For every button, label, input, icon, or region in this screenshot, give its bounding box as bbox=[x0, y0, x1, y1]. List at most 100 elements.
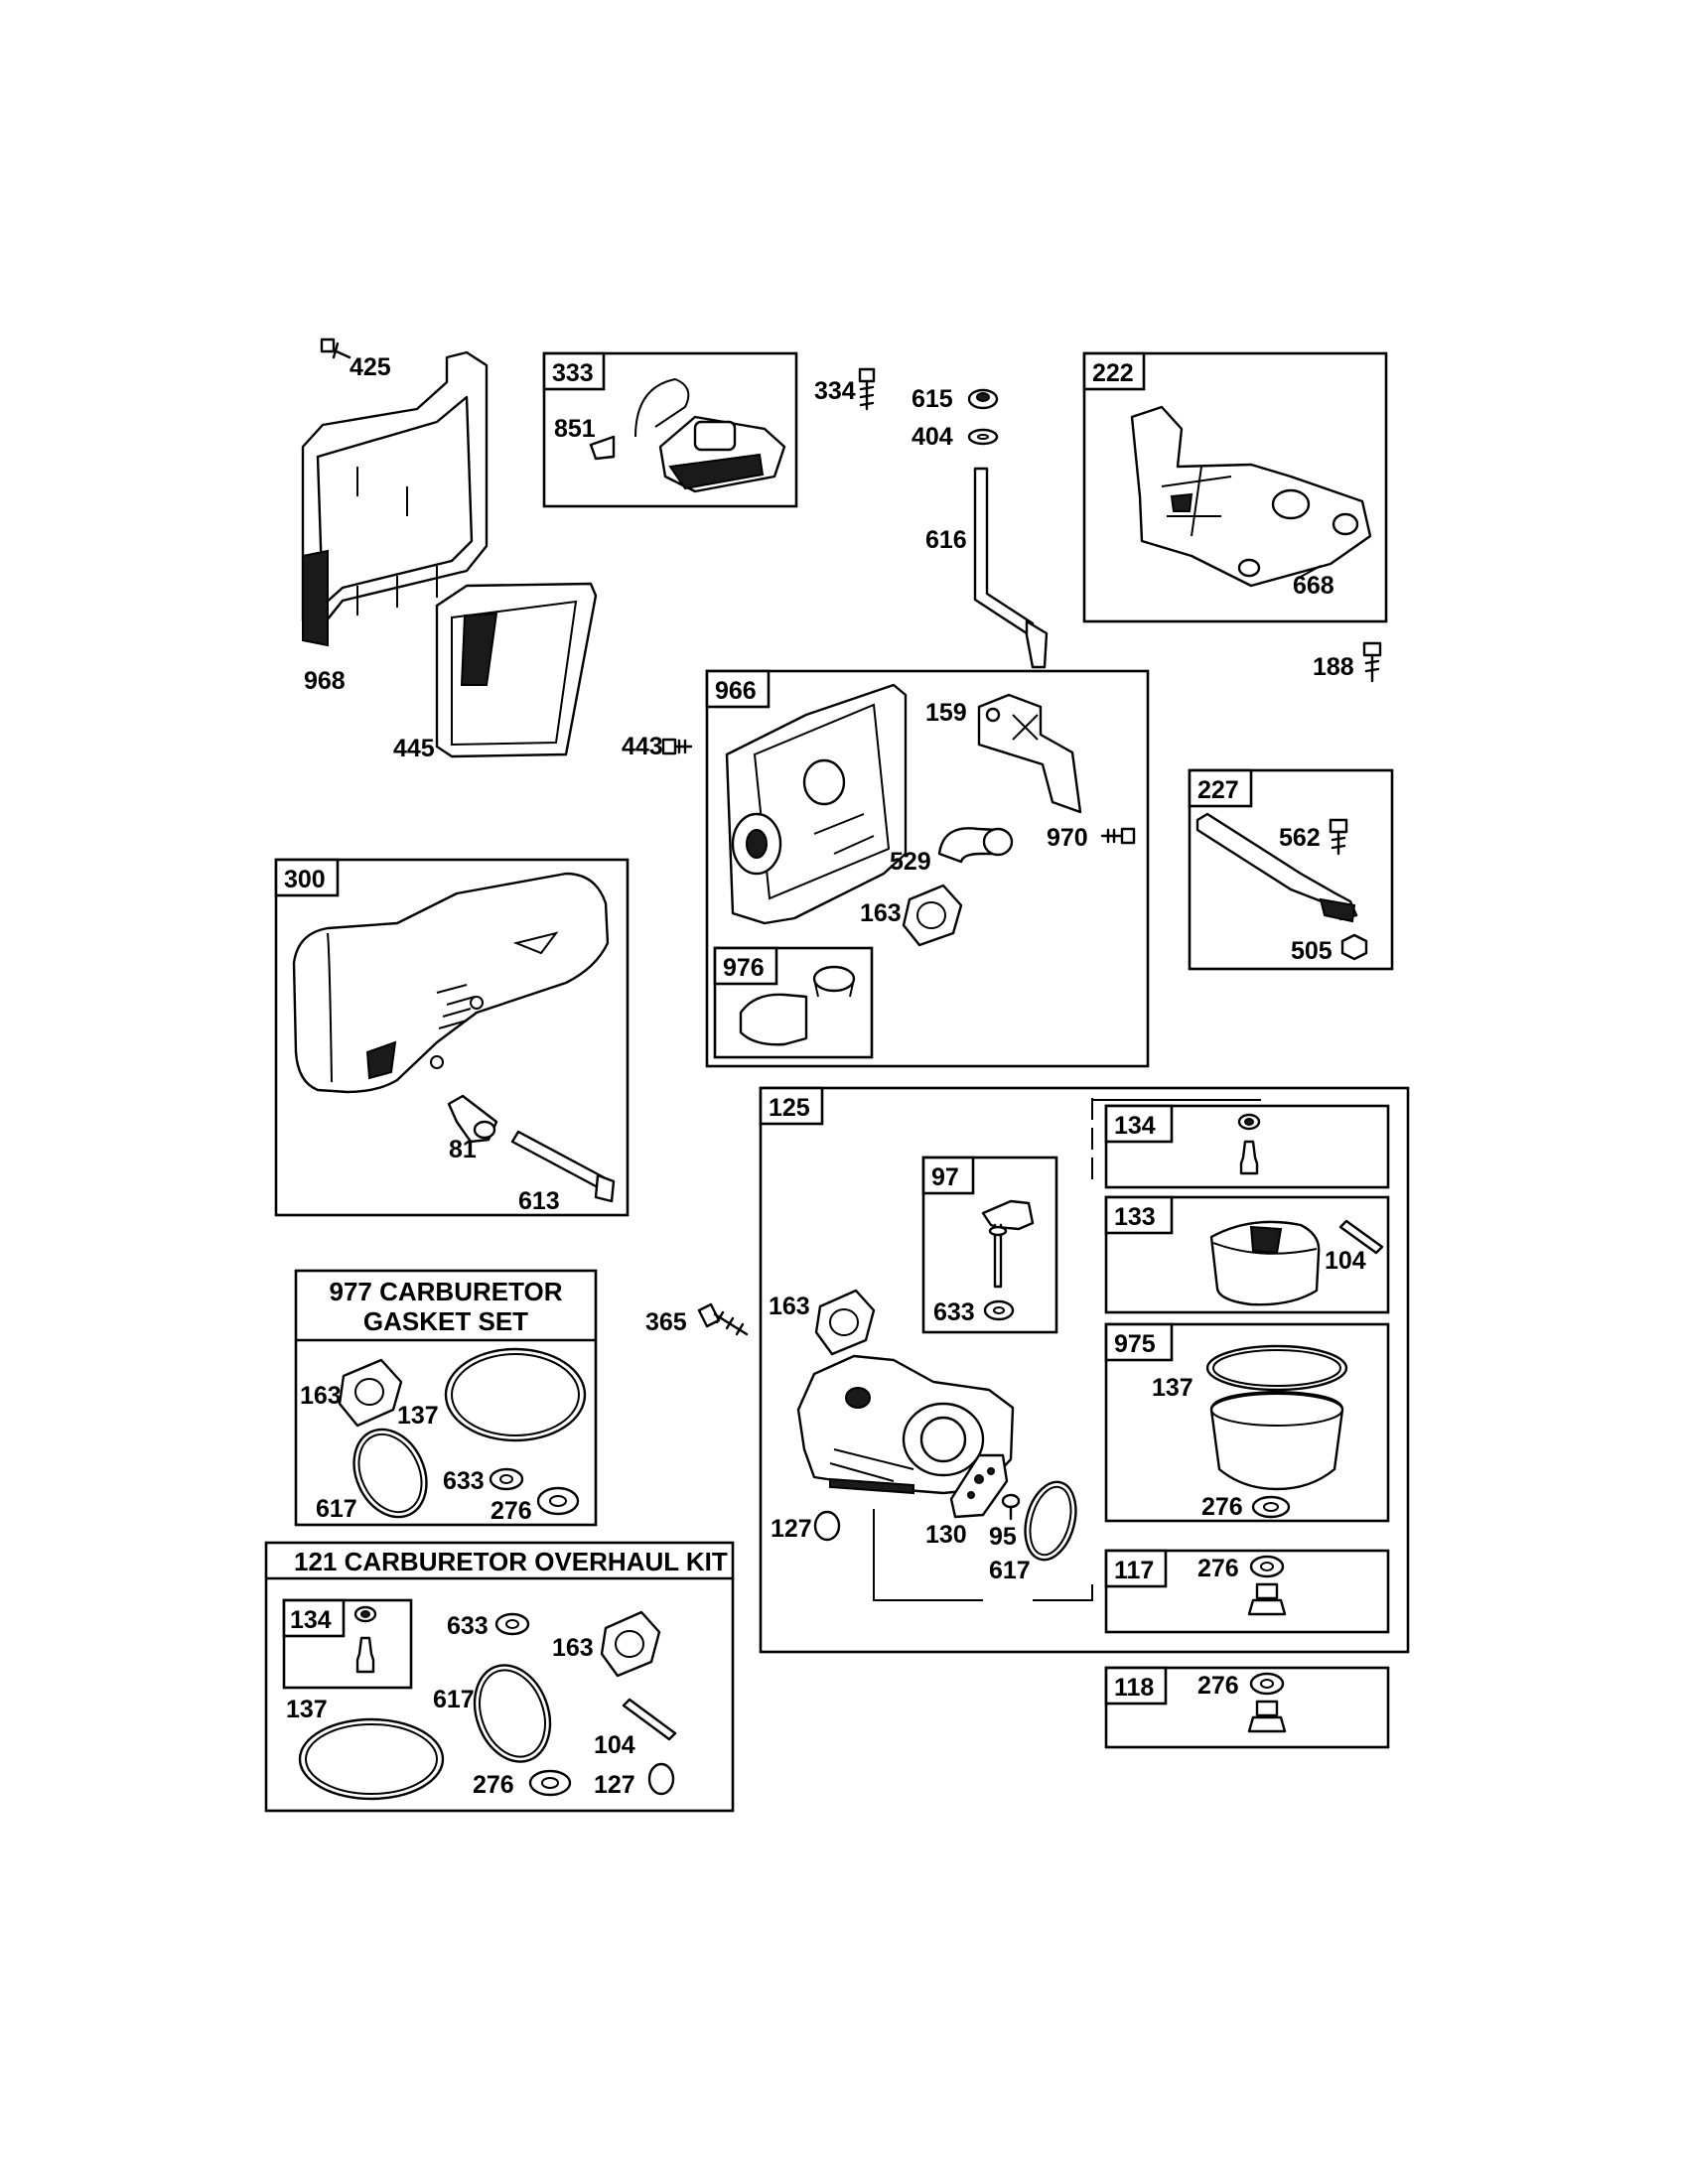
governor-link-616 bbox=[973, 467, 1049, 669]
label-97: 97 bbox=[931, 1163, 959, 1191]
label-104: 104 bbox=[1325, 1247, 1366, 1275]
pin-104-kit bbox=[622, 1698, 677, 1741]
washer-404 bbox=[967, 428, 999, 446]
tag-box-333 bbox=[542, 351, 606, 391]
washer-276-kit bbox=[528, 1769, 572, 1797]
label-125: 125 bbox=[769, 1094, 810, 1122]
label-977-163: 163 bbox=[300, 1382, 342, 1410]
screw-365 bbox=[697, 1302, 749, 1336]
bolt-117 bbox=[1247, 1582, 1287, 1616]
label-159: 159 bbox=[925, 699, 967, 727]
label-616: 616 bbox=[925, 526, 967, 554]
label-445: 445 bbox=[393, 735, 435, 762]
label-443: 443 bbox=[622, 733, 663, 760]
label-968: 968 bbox=[304, 667, 346, 695]
label-977-633: 633 bbox=[443, 1467, 485, 1495]
label-975: 975 bbox=[1114, 1330, 1156, 1358]
washer-633-977 bbox=[489, 1467, 524, 1491]
deflector-81 bbox=[447, 1094, 498, 1144]
tag-box-300 bbox=[274, 858, 340, 897]
tag-box-222 bbox=[1082, 351, 1146, 391]
label-kit-127: 127 bbox=[594, 1771, 635, 1799]
label-276-b: 276 bbox=[1197, 1555, 1239, 1582]
tag-box-134 bbox=[1104, 1104, 1174, 1144]
tag-box-125 bbox=[759, 1086, 824, 1126]
label-668: 668 bbox=[1293, 572, 1334, 600]
label-81: 81 bbox=[449, 1136, 477, 1163]
screw-613 bbox=[510, 1130, 616, 1203]
tag-box-976 bbox=[713, 946, 778, 986]
label-276-c: 276 bbox=[1197, 1672, 1239, 1700]
label-615: 615 bbox=[912, 385, 953, 413]
air-cleaner-base-968 bbox=[301, 350, 489, 647]
screw-970 bbox=[1100, 827, 1136, 845]
screw-334 bbox=[858, 367, 876, 411]
label-613: 613 bbox=[518, 1187, 560, 1215]
gasket-163-a bbox=[902, 884, 963, 947]
float-valve-97 bbox=[981, 1199, 1035, 1289]
ring-137-kit bbox=[298, 1717, 445, 1801]
tag-box-118 bbox=[1104, 1666, 1168, 1706]
air-box-966 bbox=[725, 683, 908, 925]
label-333: 333 bbox=[552, 359, 594, 387]
label-kit-163: 163 bbox=[552, 1634, 594, 1662]
label-163-b: 163 bbox=[769, 1293, 810, 1320]
label-562: 562 bbox=[1279, 824, 1321, 852]
label-134: 134 bbox=[1114, 1112, 1156, 1140]
clip-851 bbox=[589, 435, 616, 461]
label-425: 425 bbox=[350, 353, 391, 381]
label-365: 365 bbox=[645, 1308, 687, 1336]
ring-137-977 bbox=[444, 1347, 587, 1442]
label-505: 505 bbox=[1291, 937, 1333, 965]
washer-276-117 bbox=[1249, 1555, 1285, 1578]
air-filter-445 bbox=[435, 582, 598, 758]
tag-box-97 bbox=[921, 1156, 975, 1195]
bracket-159 bbox=[977, 693, 1082, 814]
label-976: 976 bbox=[723, 954, 765, 982]
control-bracket-222 bbox=[1130, 405, 1372, 588]
tag-box-227 bbox=[1188, 768, 1253, 808]
label-118: 118 bbox=[1114, 1674, 1154, 1702]
float-bowl-975 bbox=[1209, 1390, 1344, 1491]
label-133: 133 bbox=[1114, 1203, 1156, 1231]
label-97-633: 633 bbox=[933, 1298, 975, 1326]
ring-617-977 bbox=[352, 1428, 428, 1519]
washer-633-kit bbox=[494, 1612, 530, 1636]
tag-box-133 bbox=[1104, 1195, 1174, 1235]
label-kit-633: 633 bbox=[447, 1612, 489, 1640]
label-95: 95 bbox=[989, 1523, 1017, 1551]
governor-lever-227 bbox=[1195, 812, 1358, 923]
ring-617-kit bbox=[473, 1664, 552, 1763]
label-617: 617 bbox=[989, 1557, 1031, 1584]
plug-127-kit bbox=[647, 1762, 675, 1796]
label-276-a: 276 bbox=[1201, 1493, 1243, 1521]
label-163-a: 163 bbox=[860, 899, 902, 927]
label-kit-104: 104 bbox=[594, 1731, 635, 1759]
label-222: 222 bbox=[1092, 359, 1134, 387]
label-kit-276: 276 bbox=[473, 1771, 514, 1799]
armature-333 bbox=[634, 377, 786, 493]
label-117: 117 bbox=[1114, 1557, 1154, 1584]
filter-element-976 bbox=[739, 965, 856, 1046]
tag-box-975 bbox=[1104, 1322, 1174, 1362]
needle-seat-134 bbox=[1237, 1113, 1261, 1175]
label-188: 188 bbox=[1313, 653, 1354, 681]
label-227: 227 bbox=[1197, 776, 1239, 804]
diaphragm-130 bbox=[949, 1453, 1009, 1519]
label-977-137: 137 bbox=[397, 1402, 439, 1430]
screw-425 bbox=[320, 338, 351, 359]
label-977-276: 276 bbox=[491, 1497, 532, 1525]
label-529: 529 bbox=[890, 848, 931, 876]
gasket-163-977 bbox=[338, 1358, 403, 1428]
label-300: 300 bbox=[284, 866, 326, 893]
label-130: 130 bbox=[925, 1521, 967, 1549]
nut-505 bbox=[1340, 933, 1368, 961]
screw-443 bbox=[661, 738, 693, 755]
plug-127-carb bbox=[813, 1510, 841, 1542]
label-137: 137 bbox=[1152, 1374, 1193, 1402]
label-kit-617: 617 bbox=[433, 1686, 475, 1713]
label-970: 970 bbox=[1047, 824, 1088, 852]
bolt-118 bbox=[1247, 1700, 1287, 1733]
needle-seat-kit bbox=[353, 1605, 377, 1674]
gasket-163-b bbox=[814, 1289, 876, 1356]
